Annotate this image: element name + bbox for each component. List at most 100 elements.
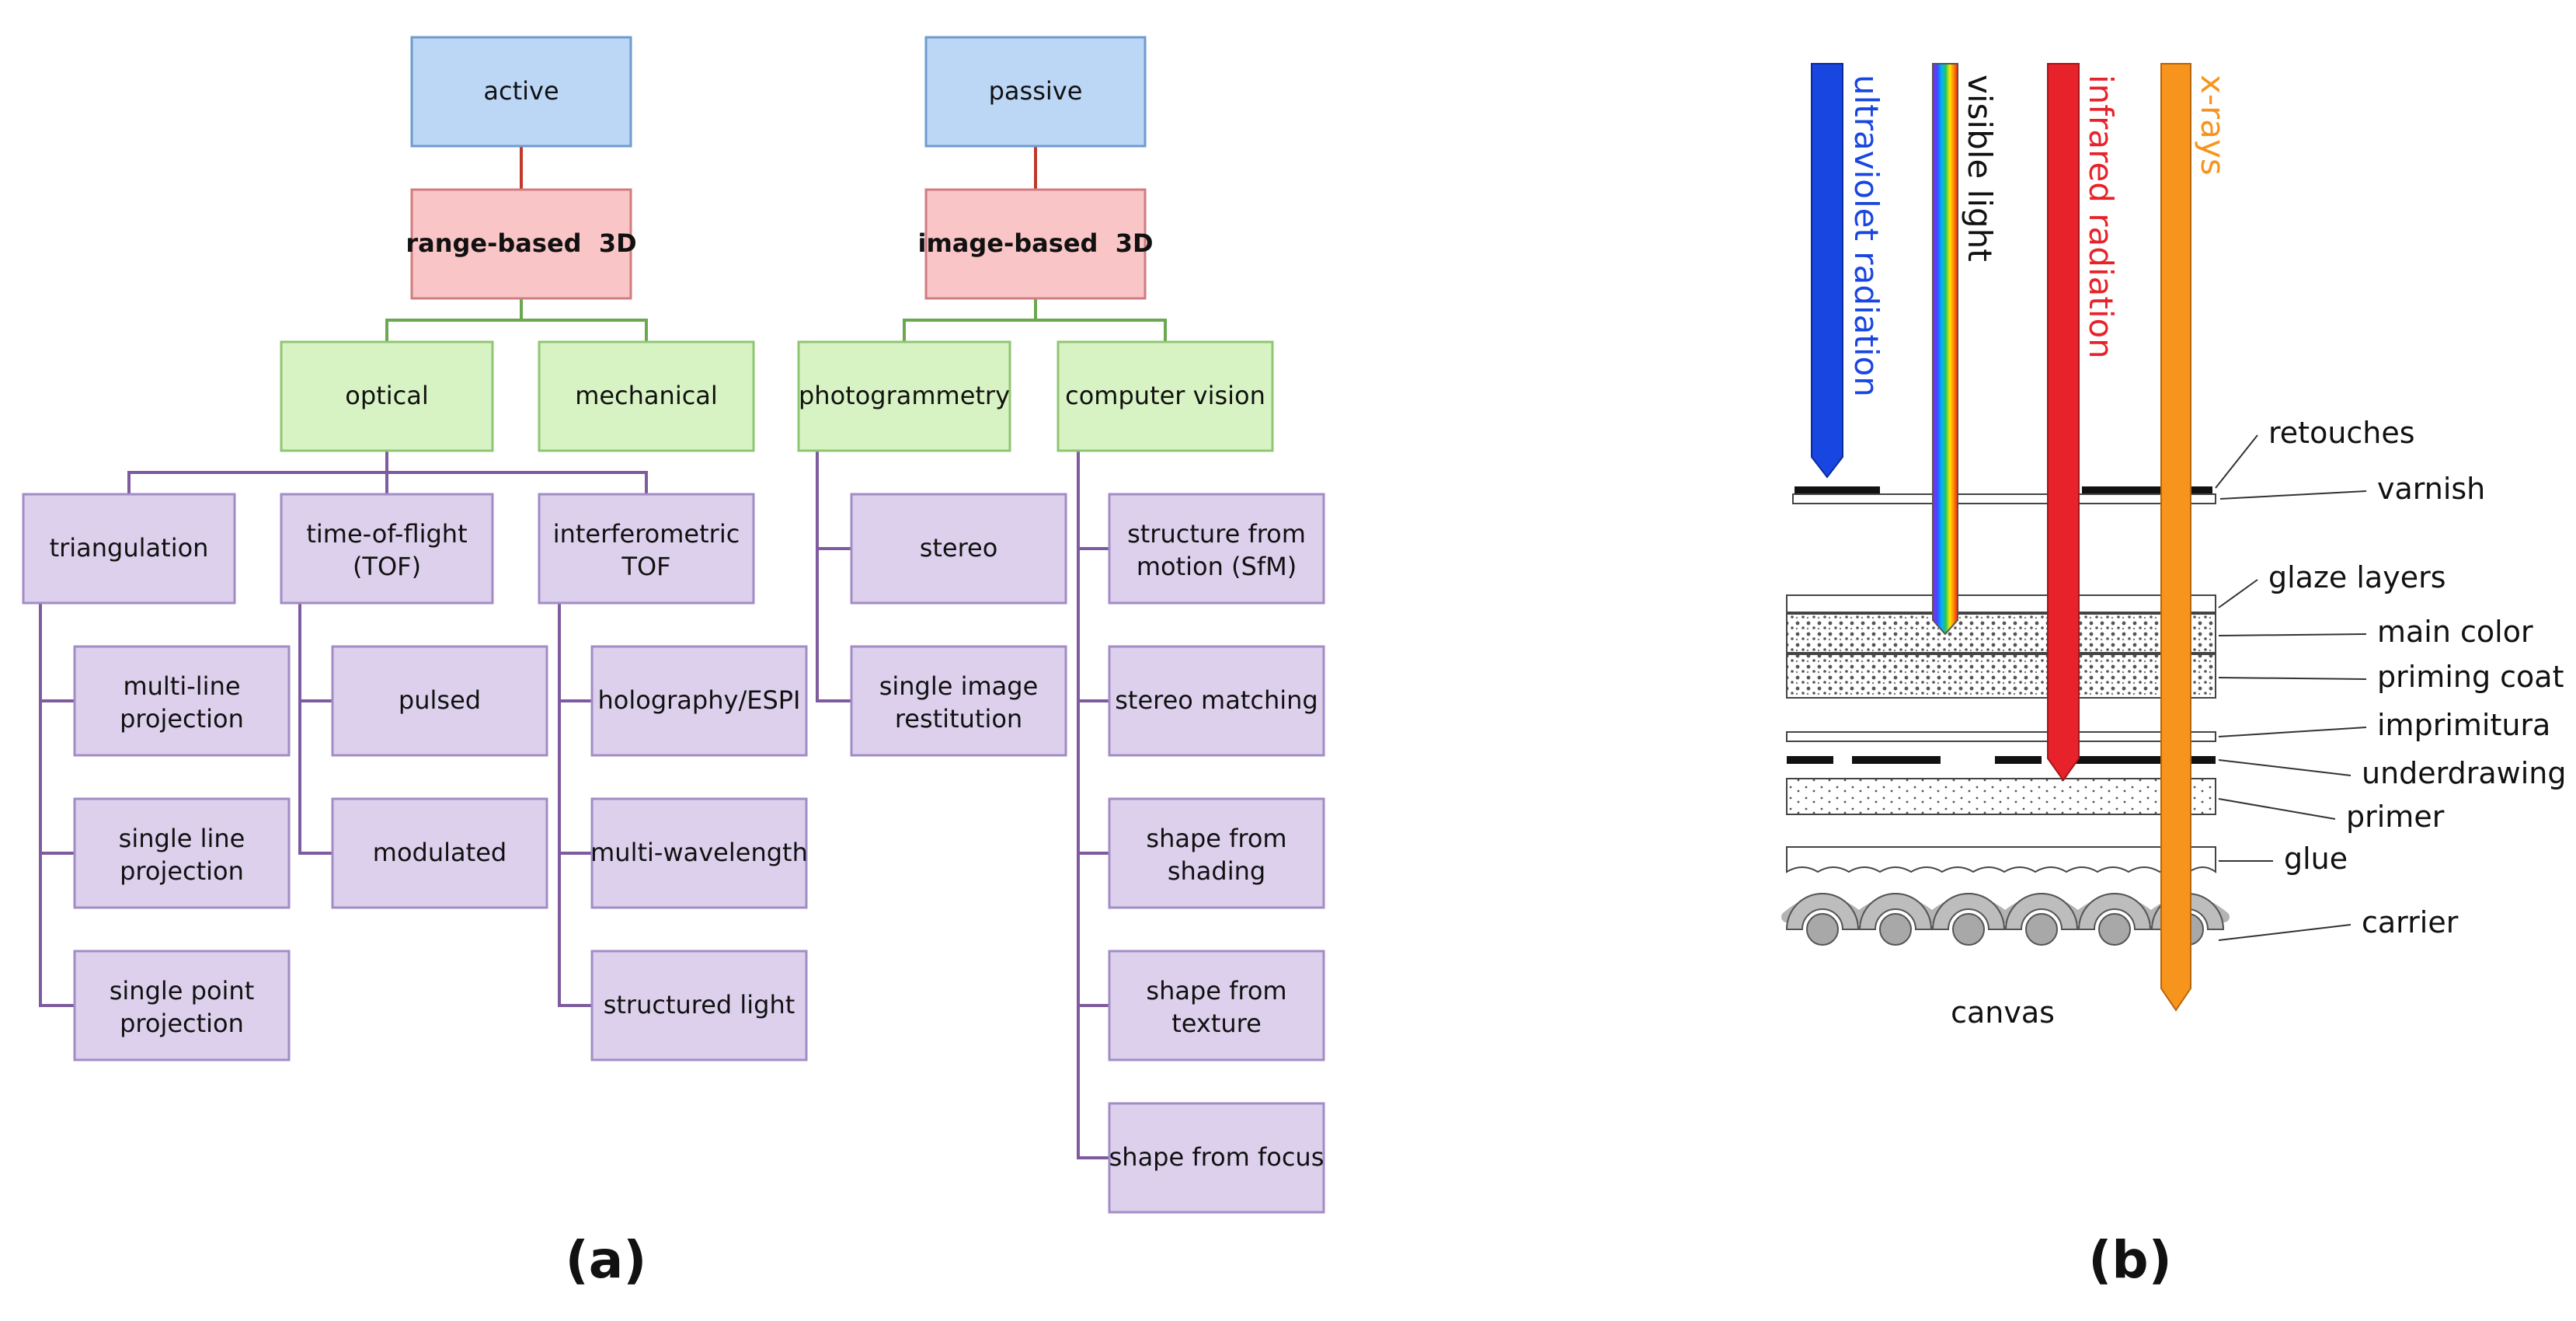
node-single-point-line1: single point <box>110 976 255 1006</box>
layer-varnish-shape <box>1792 493 2216 504</box>
node-active: active <box>410 36 632 148</box>
node-range-based-3d: range-based 3D <box>406 188 637 300</box>
ray-x-rays-label: x-rays <box>2194 75 2232 176</box>
node-structure-from-motion: structure from motion (SfM) <box>1108 493 1325 605</box>
node-structured-light-label: structured light <box>604 990 795 1020</box>
node-multi-line-line1: multi-line <box>123 671 240 701</box>
layer-carrier-canvas-weave <box>1781 893 2230 946</box>
svg-text:primer: primer <box>2346 800 2445 834</box>
layer-label-retouches: retouches <box>2215 416 2415 489</box>
node-single-image-line2: restitution <box>895 704 1022 734</box>
carrier-weft-thread <box>1781 896 2230 925</box>
layer-glue-shape <box>1786 846 2216 873</box>
node-shape-from-texture: shape from texture <box>1108 950 1325 1061</box>
ray-visible-label: visible light <box>1961 75 1999 262</box>
node-stereo-label: stereo <box>920 533 998 563</box>
svg-text:carrier: carrier <box>2362 905 2459 939</box>
layer-label-main-color: main color <box>2218 615 2533 649</box>
taxonomy-diagram: active passive range-based 3D image-base… <box>22 36 1325 1290</box>
node-shape-from-focus: shape from focus <box>1108 1102 1325 1214</box>
node-photogrammetry: photogrammetry <box>797 340 1011 452</box>
ray-ultraviolet-label: ultraviolet radiation <box>1847 75 1885 397</box>
node-computer-vision-label: computer vision <box>1065 381 1265 410</box>
connector-cv-spine <box>1077 451 1109 1159</box>
node-active-label: active <box>483 76 559 106</box>
node-passive: passive <box>924 36 1147 148</box>
layer-retouches-shape <box>1794 486 2212 493</box>
node-stereo-matching: stereo matching <box>1108 645 1325 757</box>
canvas-label: canvas <box>1951 995 2055 1030</box>
connector-range-branches <box>385 319 648 342</box>
node-structured-light: structured light <box>590 950 808 1061</box>
layer-label-carrier: carrier <box>2218 905 2459 941</box>
node-time-of-flight: time-of-flight (TOF) <box>280 493 494 605</box>
node-single-image-restitution: single image restitution <box>850 645 1067 757</box>
node-multi-wavelength-label: multi-wavelength <box>590 838 808 867</box>
svg-text:retouches: retouches <box>2268 416 2415 450</box>
connector-triangulation-spine <box>39 603 75 1007</box>
ray-infrared-label: infrared radiation <box>2082 75 2120 359</box>
node-stereo: stereo <box>850 493 1067 605</box>
node-photogrammetry-label: photogrammetry <box>799 381 1010 410</box>
node-shape-texture-line2: texture <box>1171 1009 1262 1038</box>
layer-label-underdrawing: underdrawing <box>2218 756 2567 790</box>
connector-image-branches <box>903 319 1167 342</box>
node-multi-wavelength: multi-wavelength <box>590 797 808 909</box>
ray-ultraviolet: ultraviolet radiation <box>1811 63 1885 479</box>
layer-main-color-shape <box>1786 613 2216 654</box>
svg-text:priming coat: priming coat <box>2377 660 2564 694</box>
layer-label-primer: primer <box>2218 798 2445 834</box>
node-triangulation-label: triangulation <box>50 533 209 563</box>
layer-label-list: retouches varnish glaze layers main color pr… <box>2215 416 2567 941</box>
node-single-line-projection: single line projection <box>73 797 291 909</box>
node-mechanical-label: mechanical <box>575 381 718 410</box>
carrier-thread <box>1858 893 1933 946</box>
layer-label-glue: glue <box>2219 842 2348 876</box>
node-shape-focus-label: shape from focus <box>1109 1142 1325 1172</box>
node-multi-line-projection: multi-line projection <box>73 645 291 757</box>
carrier-thread <box>2004 893 2079 946</box>
node-mechanical: mechanical <box>538 340 755 452</box>
svg-text:glaze layers: glaze layers <box>2268 560 2446 594</box>
node-passive-label: passive <box>989 76 1083 106</box>
layer-label-priming-coat: priming coat <box>2218 660 2564 694</box>
panel-label-b: (b) <box>2088 1230 2172 1290</box>
painting-cross-section-diagram: ultraviolet radiation visible light infr… <box>1781 63 2567 1290</box>
connector-interf-spine <box>558 603 592 1007</box>
node-multi-line-line2: projection <box>120 704 244 734</box>
carrier-thread <box>1931 893 2006 946</box>
node-shape-shading-line1: shape from <box>1146 824 1286 853</box>
node-single-image-line1: single image <box>879 671 1039 701</box>
ray-x-rays: x-rays <box>2160 63 2232 1012</box>
node-optical-label: optical <box>345 381 428 410</box>
node-computer-vision: computer vision <box>1057 340 1274 452</box>
node-single-point-projection: single point projection <box>73 950 291 1061</box>
layer-label-varnish: varnish <box>2219 472 2485 506</box>
svg-text:glue: glue <box>2284 842 2348 876</box>
node-image-based-3d: image-based 3D <box>917 188 1154 300</box>
node-sfm-line1: structure from <box>1127 519 1306 549</box>
layer-primer-shape <box>1786 778 2216 815</box>
node-triangulation: triangulation <box>22 493 236 605</box>
node-shape-from-shading: shape from shading <box>1108 797 1325 909</box>
svg-text:underdrawing: underdrawing <box>2362 756 2567 790</box>
svg-text:main color: main color <box>2377 615 2533 649</box>
layer-priming-coat-shape <box>1786 654 2216 699</box>
node-modulated: modulated <box>331 797 548 909</box>
node-image-based-label: image-based 3D <box>917 228 1153 258</box>
node-interferometric-line1: interferometric <box>553 519 740 549</box>
node-pulsed-label: pulsed <box>399 685 481 715</box>
layer-label-glaze-layers: glaze layers <box>2218 560 2446 608</box>
node-single-line-line1: single line <box>119 824 245 853</box>
node-holography-espi: holography/ESPI <box>590 645 808 757</box>
node-interferometric-line2: TOF <box>621 552 670 581</box>
ray-infrared: infrared radiation <box>2047 63 2120 782</box>
ray-visible-light: visible light <box>1932 63 1999 636</box>
layer-imprimitura-shape <box>1786 731 2216 742</box>
node-range-based-label: range-based 3D <box>406 228 636 258</box>
svg-text:varnish: varnish <box>2377 472 2485 506</box>
node-sfm-line2: motion (SfM) <box>1137 552 1297 581</box>
node-single-point-line2: projection <box>120 1009 244 1038</box>
node-tof-line2: (TOF) <box>353 552 421 581</box>
